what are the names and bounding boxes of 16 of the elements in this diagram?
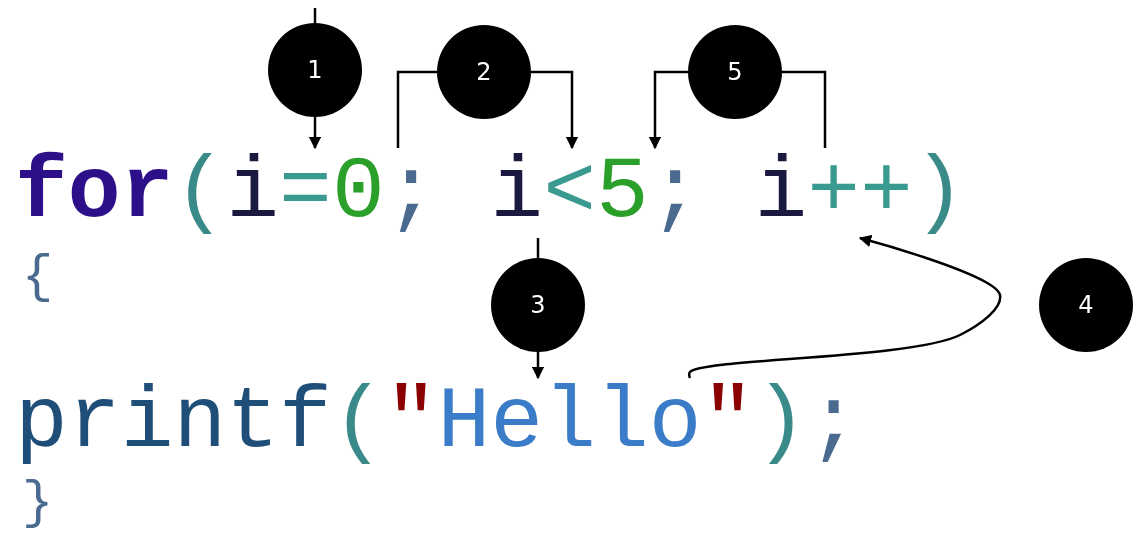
leader-line <box>782 70 827 148</box>
callout-circle: 5 <box>688 25 782 119</box>
arrow <box>648 70 688 150</box>
callout-circle: 4 <box>1039 258 1133 352</box>
callout-circle: 3 <box>491 258 585 352</box>
leader-line <box>536 238 540 258</box>
code-brace: { <box>22 250 54 306</box>
arrow <box>531 70 579 150</box>
code-line: printf("Hello"); <box>15 378 895 468</box>
code-line: for(i=0; i<5; i++) <box>15 148 985 238</box>
code-brace: } <box>22 476 54 532</box>
callout-circle: 2 <box>437 25 531 119</box>
arrow <box>308 117 322 150</box>
callout-circle: 1 <box>268 23 362 117</box>
leader-line <box>396 70 437 148</box>
arrow <box>531 352 545 380</box>
